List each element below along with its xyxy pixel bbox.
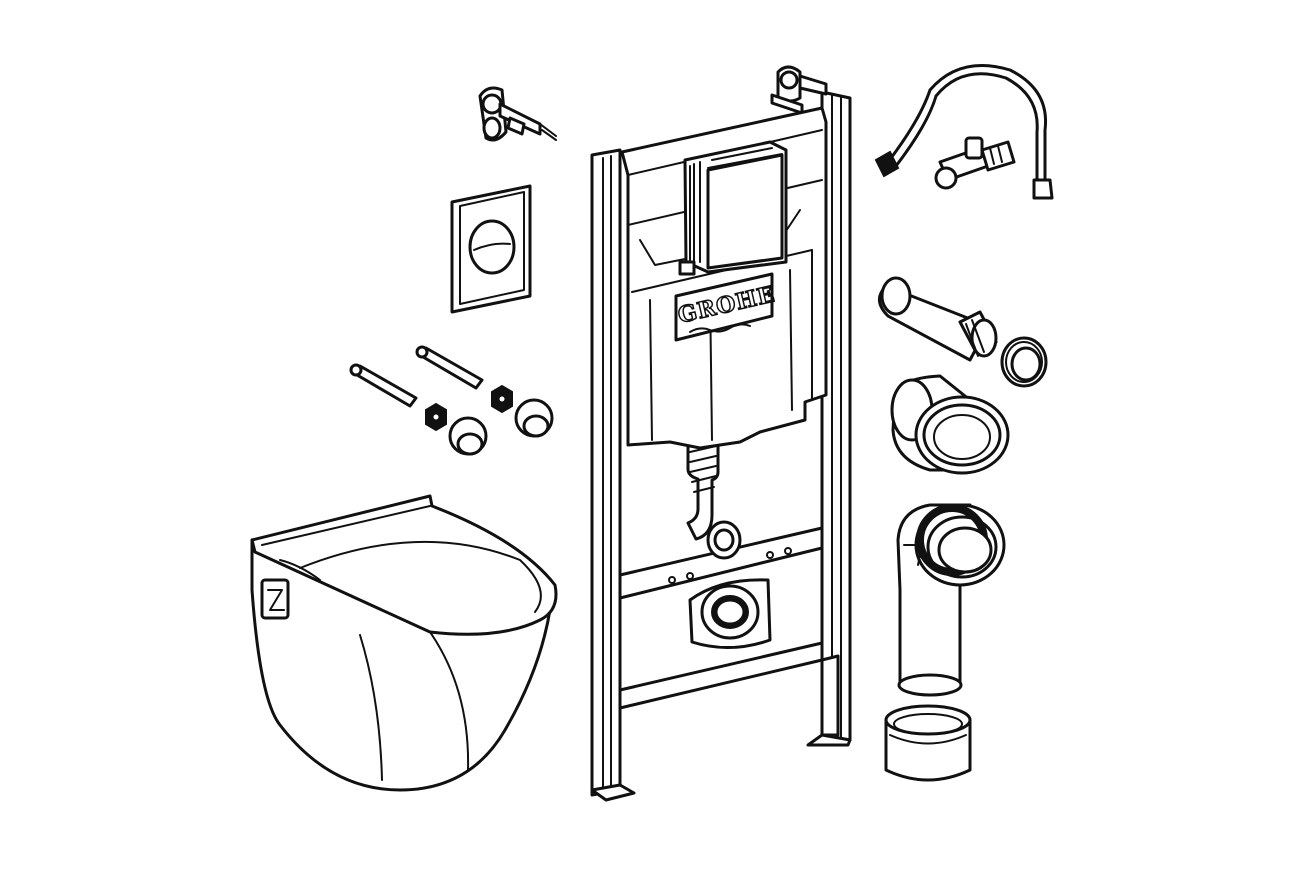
connection-pipe	[878, 276, 998, 362]
angle-valve	[934, 136, 1016, 190]
frame-drain-flange	[688, 578, 772, 650]
bowl-fixing-studs	[349, 345, 484, 408]
drain-bend	[896, 503, 1006, 697]
frame-wall-bracket	[770, 65, 828, 115]
installation-frame	[590, 65, 852, 802]
flush-plate	[450, 184, 532, 314]
cistern: GROHE	[620, 106, 828, 450]
cover-caps	[448, 398, 554, 456]
wall-bracket-left	[478, 86, 557, 142]
flush-pipe-connector	[890, 374, 1010, 475]
pipe-seal	[1000, 336, 1048, 388]
brand-logo-plate: GROHE	[674, 272, 778, 342]
fixing-nuts	[425, 384, 513, 432]
cistern-actuator-box	[683, 140, 788, 274]
wall-hung-toilet-bowl	[250, 494, 558, 792]
flexible-hose	[874, 64, 1054, 200]
drain-cap	[884, 704, 972, 782]
